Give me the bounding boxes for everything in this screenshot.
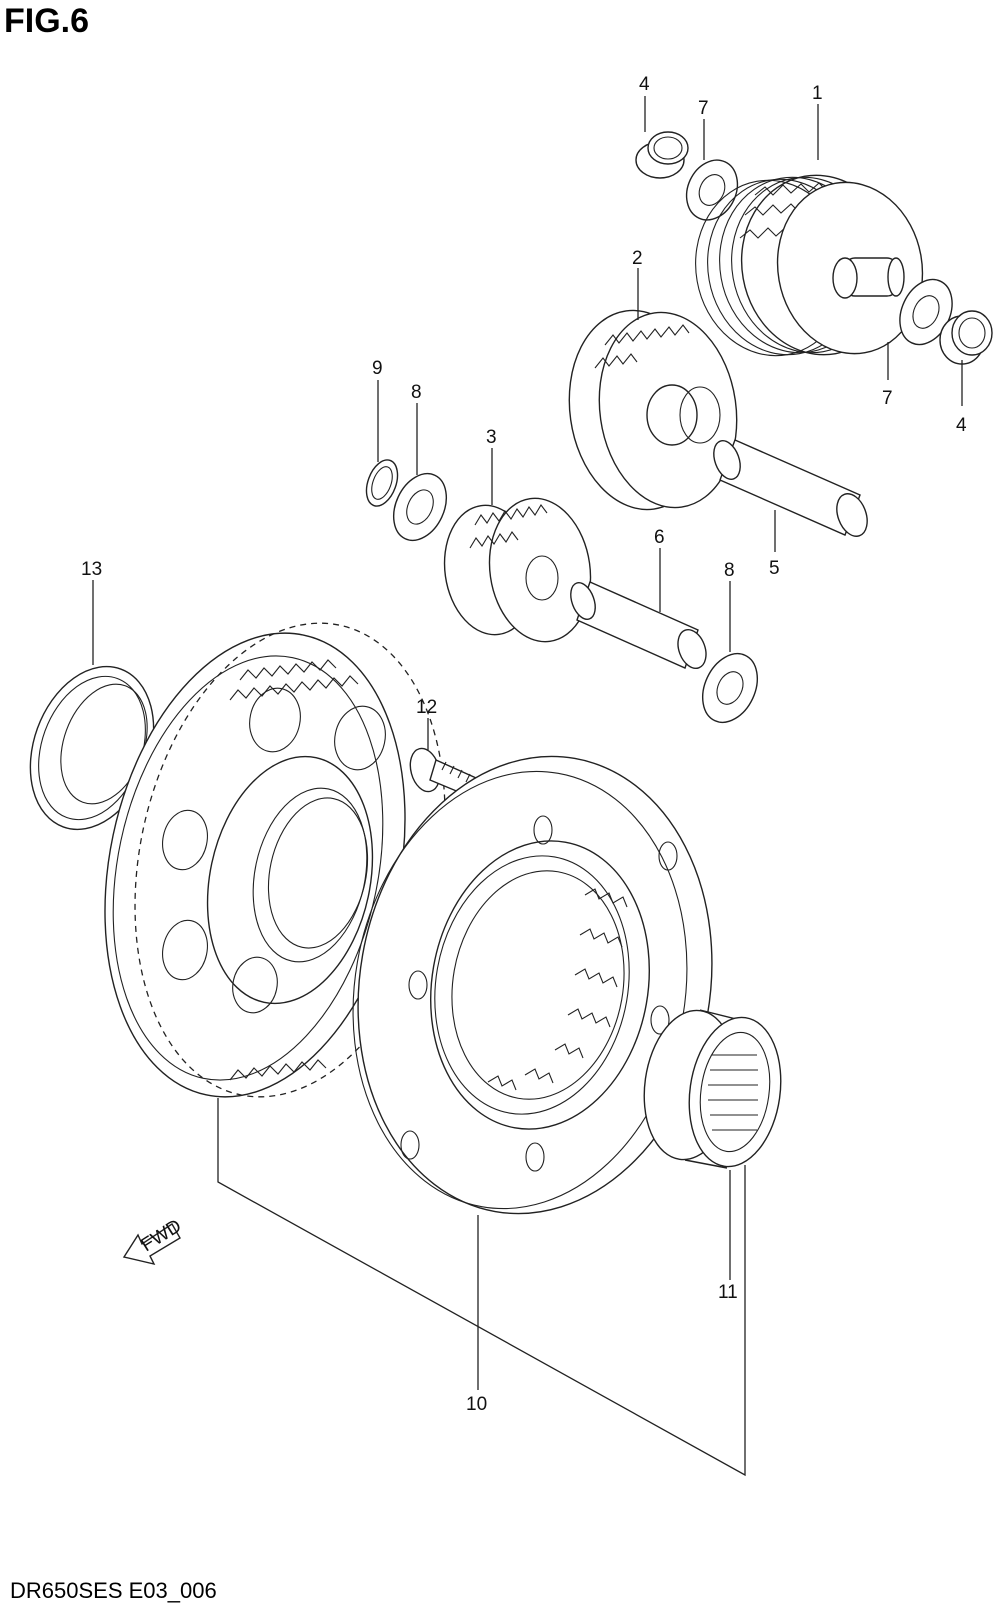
callout-3: 3 bbox=[486, 427, 497, 448]
callout-7-right: 7 bbox=[882, 388, 893, 409]
part-8-washer-upper bbox=[392, 472, 448, 542]
callouts: 4 7 1 2 7 4 9 8 3 6 8 5 13 12 11 10 bbox=[81, 74, 967, 1415]
leader-lines bbox=[92, 96, 963, 1477]
callout-12: 12 bbox=[416, 697, 437, 718]
callout-4-right: 4 bbox=[956, 415, 967, 436]
callout-5: 5 bbox=[769, 558, 780, 579]
callout-11: 11 bbox=[718, 1282, 738, 1303]
part-11-needle-bearing bbox=[643, 1009, 782, 1169]
part-4-bushing-top bbox=[635, 131, 689, 179]
part-3-reduction-gear bbox=[443, 497, 592, 643]
callout-9: 9 bbox=[372, 358, 383, 379]
part-10-clutch-housing bbox=[352, 755, 713, 1215]
part-1-starter-clutch-pack bbox=[695, 174, 924, 357]
callout-6: 6 bbox=[654, 527, 665, 548]
part-6-pin bbox=[570, 581, 707, 670]
part-8-washer-lower bbox=[702, 653, 758, 723]
callout-8-lower: 8 bbox=[724, 560, 735, 581]
callout-8-upper: 8 bbox=[411, 382, 422, 403]
part-4-bushing-right bbox=[939, 310, 993, 365]
fwd-label: FWD bbox=[138, 1216, 186, 1257]
part-9-circlip bbox=[365, 459, 399, 507]
part-13-o-ring bbox=[29, 665, 155, 831]
fwd-arrow-icon: FWD bbox=[122, 1216, 186, 1266]
part-2-idle-gear bbox=[568, 309, 738, 511]
callout-1: 1 bbox=[812, 83, 823, 104]
part-7-washer-top bbox=[685, 159, 739, 221]
figure-title: FIG.6 bbox=[4, 2, 90, 40]
callout-2: 2 bbox=[632, 248, 643, 269]
callout-7-top: 7 bbox=[698, 98, 709, 119]
callout-4-top: 4 bbox=[639, 74, 650, 95]
diagram-code: DR650SES E03_006 bbox=[10, 1578, 217, 1603]
callout-13: 13 bbox=[81, 559, 102, 580]
callout-10: 10 bbox=[466, 1394, 487, 1415]
starter-driven-gear bbox=[104, 622, 446, 1098]
part-5-shaft bbox=[713, 439, 868, 537]
